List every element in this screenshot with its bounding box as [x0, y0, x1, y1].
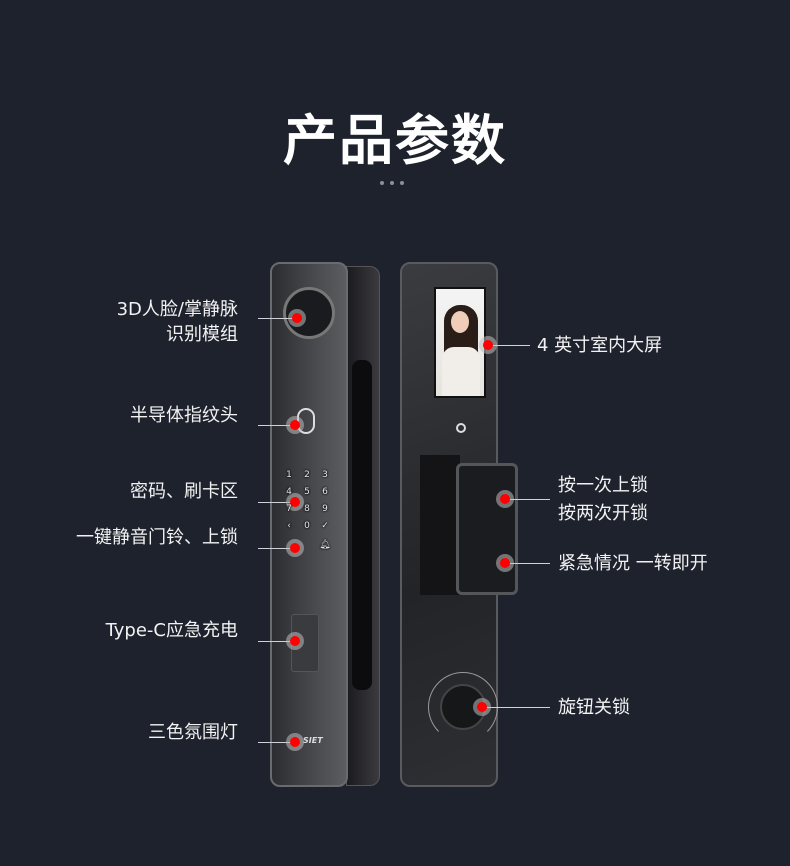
marker-dot — [479, 336, 497, 354]
screen-image-body — [442, 347, 480, 396]
label-line: 按两次开锁 — [558, 503, 648, 524]
marker-dot — [286, 632, 304, 650]
label-line: 识别模组 — [166, 324, 238, 345]
right-label-0: 4 英寸室内大屏 — [537, 333, 662, 358]
marker-dot — [496, 554, 514, 572]
lock-front-panel — [270, 262, 348, 787]
left-label-1: 半导体指纹头 — [130, 403, 238, 428]
leader-line — [258, 425, 295, 426]
screen-button — [456, 423, 466, 433]
label-line: 半导体指纹头 — [130, 405, 238, 426]
leader-line — [488, 345, 530, 346]
keypad-key: 3 — [322, 470, 328, 480]
left-label-2: 密码、刷卡区 — [130, 479, 238, 504]
screen-image-face — [451, 311, 469, 333]
keypad-key: 5 — [304, 487, 310, 497]
left-label-0: 3D人脸/掌静脉识别模组 — [117, 297, 238, 347]
keypad-key: ✓ — [321, 521, 329, 531]
right-label-3: 旋钮关锁 — [558, 695, 630, 720]
left-label-3: 一键静音门铃、上锁 — [76, 525, 238, 550]
leader-line — [258, 548, 295, 549]
leader-line — [258, 641, 295, 642]
page-title: 产品参数 — [283, 109, 507, 172]
left-label-4: Type-C应急充电 — [106, 618, 238, 643]
label-line: 按一次上锁 — [558, 475, 648, 496]
keypad-key: 4 — [286, 487, 292, 497]
label-line: 4 英寸室内大屏 — [537, 335, 663, 356]
left-label-5: 三色氛围灯 — [148, 720, 238, 745]
keypad-key: 7 — [286, 504, 292, 514]
lock-handle-slot — [352, 360, 372, 690]
marker-dot — [286, 539, 304, 557]
label-line: 一键静音门铃、上锁 — [76, 527, 238, 548]
leader-line — [482, 707, 550, 708]
marker-dot — [286, 733, 304, 751]
leader-line — [258, 318, 297, 319]
keypad-key: 0 — [304, 521, 310, 531]
label-line: 3D人脸/掌静脉 — [116, 299, 238, 320]
leader-line — [505, 499, 550, 500]
keypad-key: 9 — [322, 504, 328, 514]
label-line: 紧急情况 一转即开 — [558, 553, 708, 574]
label-line: 密码、刷卡区 — [130, 481, 238, 502]
label-line: 三色氛围灯 — [148, 722, 238, 743]
keypad-key: 8 — [304, 504, 310, 514]
keypad-key: ‹ — [287, 521, 291, 531]
marker-dot — [496, 490, 514, 508]
leader-line — [258, 742, 295, 743]
push-pull-handle — [456, 463, 518, 595]
leader-line — [258, 502, 295, 503]
brand-logo: SIET — [303, 736, 323, 745]
leader-line — [505, 563, 550, 564]
keypad-key: 2 — [304, 470, 310, 480]
keypad-key: 1 — [286, 470, 292, 480]
label-line: Type-C应急充电 — [105, 620, 238, 641]
title-divider-dots — [380, 181, 404, 185]
marker-dot — [286, 493, 304, 511]
keypad-key: 6 — [322, 487, 328, 497]
marker-dot — [288, 309, 306, 327]
lock-body-recess — [420, 455, 460, 595]
label-line: 旋钮关锁 — [558, 697, 630, 718]
marker-dot — [473, 698, 491, 716]
right-label-2: 紧急情况 一转即开 — [558, 551, 708, 576]
marker-dot — [286, 416, 304, 434]
right-label-1: 按一次上锁按两次开锁 — [558, 473, 648, 526]
bell-icon: 🔔︎ — [319, 540, 331, 550]
